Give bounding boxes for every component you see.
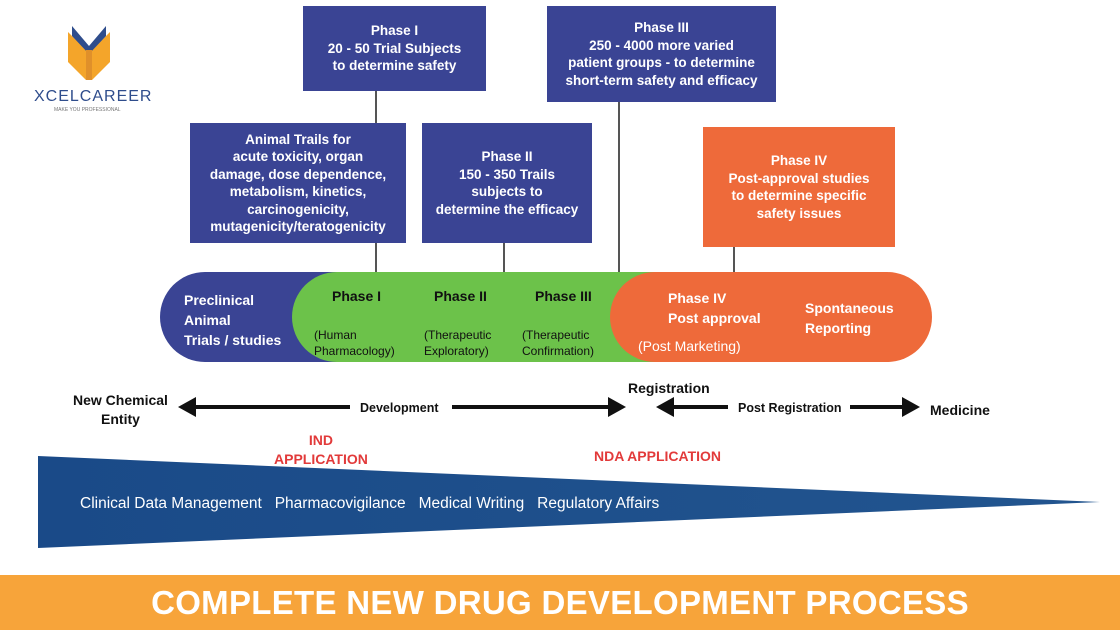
animal-trials-box: Animal Trails for acute toxicity, organ … bbox=[190, 123, 406, 243]
new-chemical-label: New Chemical Entity bbox=[73, 391, 168, 429]
phase1-box-line: 20 - 50 Trial Subjects bbox=[327, 40, 462, 56]
logo: XCELCAREER MAKE YOU PROFESSIONAL bbox=[10, 8, 160, 126]
bar-phase1-sub-line: Pharmacology) bbox=[314, 344, 395, 358]
phase4-box-line: Phase IV bbox=[770, 153, 828, 168]
phase4-box-line: Post-approval studies bbox=[728, 170, 870, 186]
development-arrow-left bbox=[194, 405, 350, 409]
spontaneous-line: Spontaneous bbox=[805, 300, 894, 316]
nda-application-label: NDA APPLICATION bbox=[594, 448, 722, 464]
phase2-box-line: Phase II bbox=[481, 149, 533, 164]
post-approval-segment bbox=[610, 272, 932, 362]
ind-application-label: IND APPLICATION bbox=[274, 431, 368, 469]
animal-box-line: carcinogenicity, bbox=[247, 201, 349, 217]
logo-tagline: MAKE YOU PROFESSIONAL bbox=[54, 107, 121, 113]
post-marketing-label: (Post Marketing) bbox=[638, 338, 741, 354]
post-reg-left-head bbox=[656, 397, 674, 417]
bar-phase3-sub: (Therapeutic Confirmation) bbox=[522, 327, 594, 359]
arrow-left-head bbox=[178, 397, 196, 417]
bar-phase1-sub-line: (Human bbox=[314, 328, 357, 342]
phase1-box: Phase I 20 - 50 Trial Subjects to determ… bbox=[303, 6, 486, 91]
services-label: Clinical Data Management Pharmacovigilan… bbox=[80, 495, 660, 512]
phase3-box-line: Phase III bbox=[634, 20, 689, 35]
phase1-box-line: Phase I bbox=[370, 23, 419, 39]
animal-box-line: mutagenicity/teratogenicity bbox=[210, 219, 386, 234]
post-registration-label: Post Registration bbox=[738, 401, 842, 415]
bar-phase2-sub: (Therapeutic Exploratory) bbox=[424, 327, 491, 359]
new-chemical-line: New Chemical bbox=[73, 392, 168, 408]
phase2-box-line: 150 - 350 Trails bbox=[458, 166, 556, 182]
preclinical-line: Animal bbox=[184, 312, 231, 328]
bar-phase4-line: Phase IV bbox=[668, 290, 727, 306]
phase2-box: Phase II 150 - 350 Trails subjects to de… bbox=[422, 123, 592, 243]
new-chemical-line: Entity bbox=[101, 411, 140, 427]
preclinical-label: Preclinical Animal Trials / studies bbox=[184, 290, 281, 350]
phase3-box-line: short-term safety and efficacy bbox=[565, 72, 758, 88]
post-reg-arrow-left bbox=[672, 405, 728, 409]
preclinical-line: Trials / studies bbox=[184, 332, 282, 348]
bar-phase2-sub-line: Exploratory) bbox=[424, 344, 489, 358]
bar-phase2-title: Phase II bbox=[434, 288, 487, 304]
development-arrow-right bbox=[452, 405, 610, 409]
bar-phase2-sub-line: (Therapeutic bbox=[424, 328, 492, 342]
phase3-box-line: patient groups - to determine bbox=[568, 55, 755, 70]
connector-phase2 bbox=[503, 242, 505, 274]
medicine-label: Medicine bbox=[930, 402, 990, 418]
ind-line: APPLICATION bbox=[274, 451, 368, 467]
bar-phase4-line: Post approval bbox=[668, 310, 761, 326]
phase4-box-line: safety issues bbox=[756, 205, 842, 221]
phase4-box: Phase IV Post-approval studies to determ… bbox=[703, 127, 895, 247]
phase3-box: Phase III 250 - 4000 more varied patient… bbox=[547, 6, 776, 102]
book-icon bbox=[68, 26, 110, 80]
arrow-right-head bbox=[608, 397, 626, 417]
connector-phase4 bbox=[733, 246, 735, 274]
bar-phase3-title: Phase III bbox=[535, 288, 592, 304]
registration-label: Registration bbox=[628, 380, 710, 396]
phase1-box-line: to determine safety bbox=[332, 58, 457, 74]
animal-box-line: damage, dose dependence, bbox=[209, 166, 387, 182]
ind-line: IND bbox=[308, 432, 333, 448]
phase3-box-line: 250 - 4000 more varied bbox=[589, 37, 734, 53]
animal-box-line: acute toxicity, organ bbox=[232, 149, 364, 164]
phase2-box-line: subjects to bbox=[471, 184, 543, 199]
post-reg-arrow-right bbox=[850, 405, 904, 409]
footer-title: COMPLETE NEW DRUG DEVELOPMENT PROCESS bbox=[151, 583, 969, 621]
logo-brand: XCELCAREER bbox=[34, 88, 153, 105]
animal-box-line: Animal Trails for bbox=[245, 131, 351, 147]
bar-phase3-sub-line: (Therapeutic bbox=[522, 328, 590, 342]
bar-phase1-sub: (Human Pharmacology) bbox=[314, 327, 395, 359]
post-reg-right-head bbox=[902, 397, 920, 417]
spontaneous-label: Spontaneous Reporting bbox=[805, 298, 894, 338]
preclinical-line: Preclinical bbox=[184, 292, 255, 308]
animal-box-line: metabolism, kinetics, bbox=[229, 184, 367, 199]
footer-banner: COMPLETE NEW DRUG DEVELOPMENT PROCESS bbox=[0, 575, 1120, 630]
bar-phase4-title: Phase IV Post approval bbox=[668, 288, 761, 328]
development-label: Development bbox=[360, 401, 439, 415]
services-wedge bbox=[38, 456, 1100, 548]
spontaneous-line: Reporting bbox=[805, 320, 872, 336]
phase4-box-line: to determine specific bbox=[731, 188, 867, 203]
connector-phase3 bbox=[618, 101, 620, 274]
bar-phase3-sub-line: Confirmation) bbox=[522, 344, 595, 358]
phase2-box-line: determine the efficacy bbox=[435, 201, 579, 217]
bar-phase1-title: Phase I bbox=[332, 288, 382, 304]
